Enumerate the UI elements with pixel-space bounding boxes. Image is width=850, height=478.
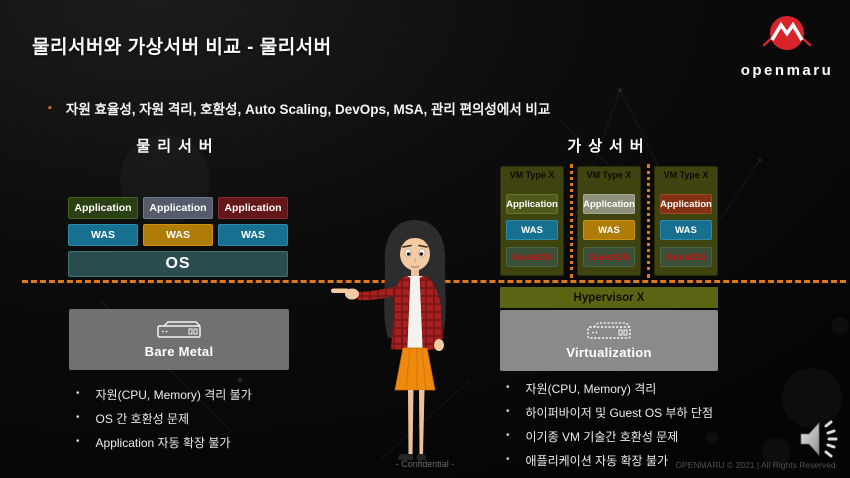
vm-separator-dotted-line-1 [570, 164, 573, 278]
intro-bullet-text: 자원 효율성, 자원 격리, 호환성, Auto Scaling, DevOps… [65, 102, 551, 117]
list-item: 하이퍼바이저 및 Guest OS 부하 단점 [506, 404, 713, 421]
vm2-guestos-box: GuestOS [583, 247, 635, 267]
vm3-guestos-box: GuestOS [660, 247, 712, 267]
vm1-header: VM Type X [509, 170, 555, 180]
list-item: 자원(CPU, Memory) 격리 불가 [76, 386, 252, 403]
vm1-app-box: Application [506, 194, 558, 214]
virtual-notes-list: 자원(CPU, Memory) 격리 하이퍼바이저 및 Guest OS 부하 … [506, 380, 713, 476]
vm-column-3: VM Type X Application WAS GuestOS [654, 166, 718, 276]
openmaru-logo: openmaru [728, 12, 846, 79]
physical-was-box-3: WAS [218, 224, 288, 246]
intro-bullet: 자원 효율성, 자원 격리, 호환성, Auto Scaling, DevOps… [48, 98, 550, 118]
physical-server-label: 물리서버 [136, 138, 220, 155]
vm2-was-box: WAS [583, 220, 635, 240]
physical-os-box: OS [68, 251, 288, 277]
virtualization-label: Virtualization [566, 345, 652, 360]
vm1-was-box: WAS [506, 220, 558, 240]
list-item: 애플리케이션 자동 확장 불가 [506, 452, 713, 469]
vm1-guestos-box: GuestOS [506, 247, 558, 267]
list-item: Application 자동 확장 불가 [76, 434, 252, 451]
hypervisor-bar: Hypervisor X [500, 287, 718, 308]
bare-metal-box: Bare Metal [69, 309, 289, 370]
audio-speaker-icon[interactable] [798, 416, 842, 464]
copyright-footer: OPENMARU © 2021 | All Rights Reserved. [675, 460, 838, 470]
vm-separator-dotted-line-2 [647, 164, 650, 278]
virtual-server-label: 가상서버 [567, 138, 651, 155]
list-item: 자원(CPU, Memory) 격리 [506, 380, 713, 397]
physical-was-box-1: WAS [68, 224, 138, 246]
physical-app-box-1: Application [68, 197, 138, 219]
list-item: 이기종 VM 기술간 호환성 문제 [506, 428, 713, 445]
vm2-header: VM Type X [586, 170, 632, 180]
server-icon [157, 321, 201, 338]
physical-app-box-3: Application [218, 197, 288, 219]
virtual-server-icon [587, 322, 631, 339]
openmaru-logo-icon [762, 16, 812, 50]
vm3-header: VM Type X [663, 170, 709, 180]
vm3-was-box: WAS [660, 220, 712, 240]
vm2-app-box: Application [583, 194, 635, 214]
presenter-character [331, 220, 446, 460]
physical-cons-list: 자원(CPU, Memory) 격리 불가 OS 간 호환성 문제 Applic… [76, 386, 252, 458]
vm-column-1: VM Type X Application WAS GuestOS [500, 166, 564, 276]
bare-metal-label: Bare Metal [144, 344, 214, 359]
physical-app-box-2: Application [143, 197, 213, 219]
vm-column-2: VM Type X Application WAS GuestOS [577, 166, 641, 276]
list-item: OS 간 호환성 문제 [76, 410, 252, 427]
vm3-app-box: Application [660, 194, 712, 214]
openmaru-logo-text: openmaru [740, 62, 834, 79]
page-title: 물리서버와 가상서버 비교 - 물리서버 [32, 37, 332, 58]
physical-was-box-2: WAS [143, 224, 213, 246]
virtualization-box: Virtualization [500, 310, 718, 371]
confidential-footer: - Confidential - [395, 459, 455, 469]
